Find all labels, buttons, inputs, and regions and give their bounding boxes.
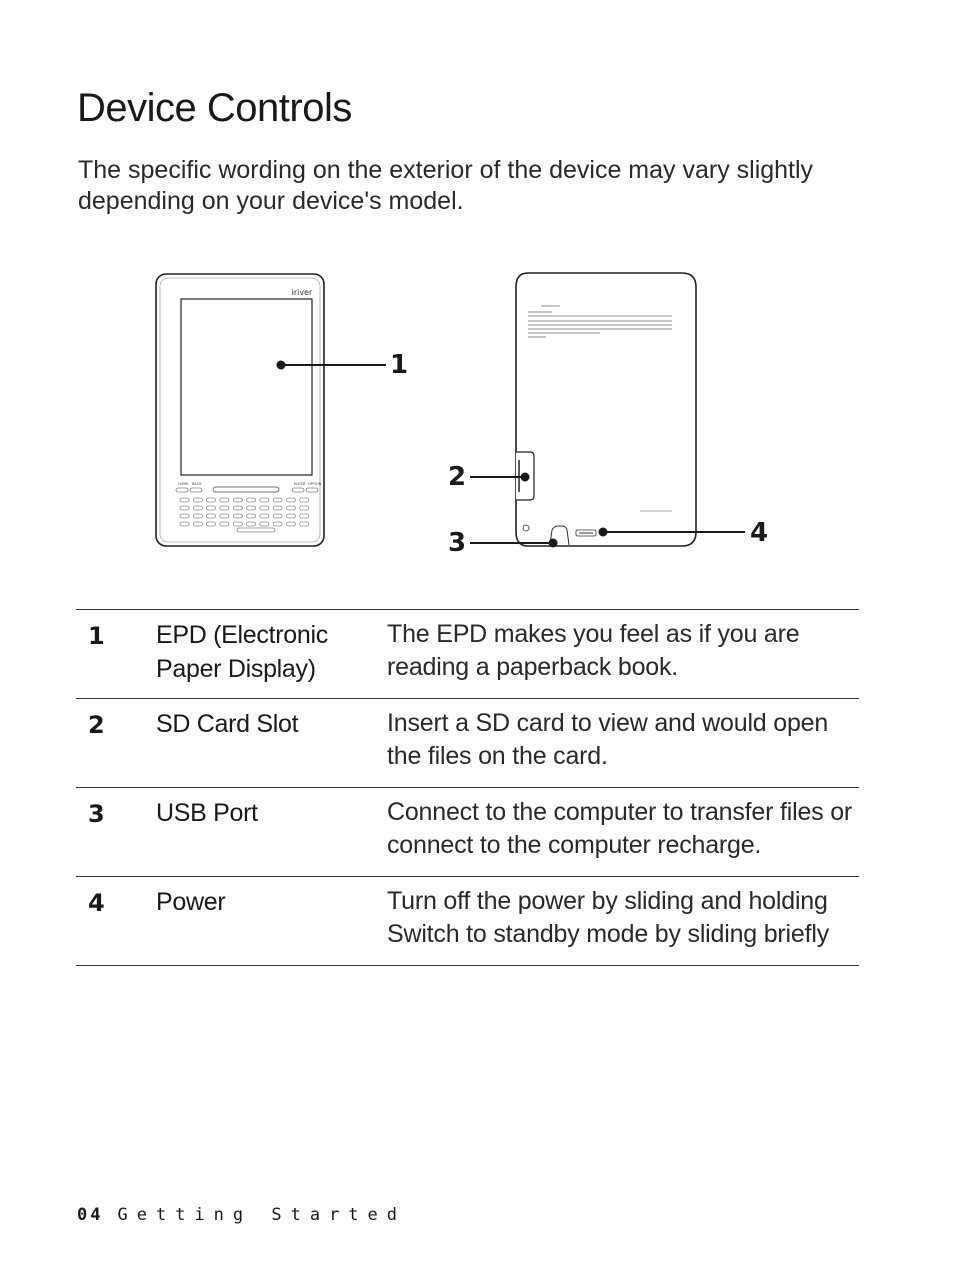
keyboard-key bbox=[299, 513, 309, 519]
section-name: Getting Started bbox=[117, 1205, 407, 1225]
control-description: Connect to the computer to transfer file… bbox=[387, 798, 853, 859]
keyboard-key bbox=[286, 505, 296, 511]
callout-2: 2 bbox=[448, 462, 466, 492]
space-key bbox=[236, 527, 276, 533]
keyboard-key bbox=[206, 497, 216, 503]
control-name: USB Port bbox=[156, 788, 387, 877]
device-diagram: iriver HOME BACK ENTER OPTION bbox=[155, 272, 768, 558]
control-description: Turn off the power by sliding and holdin… bbox=[387, 887, 830, 948]
device-illustration: iriver HOME BACK ENTER OPTION bbox=[0, 260, 954, 560]
keyboard-key bbox=[246, 513, 256, 519]
key-label-home: HOME bbox=[178, 482, 189, 486]
keyboard-key bbox=[259, 521, 270, 527]
keyboard-key bbox=[232, 505, 243, 511]
keyboard-key bbox=[193, 505, 203, 511]
keyboard-key bbox=[193, 513, 203, 519]
key-label-option: OPTION bbox=[308, 482, 322, 486]
keyboard-key bbox=[246, 521, 256, 527]
keyboard-key bbox=[179, 505, 190, 511]
usb-port bbox=[549, 525, 570, 546]
table-row: 4 Power Turn off the power by sliding an… bbox=[76, 876, 859, 966]
control-description: Insert a SD card to view and would open … bbox=[387, 709, 829, 770]
control-description: The EPD makes you feel as if you are rea… bbox=[387, 620, 800, 681]
keyboard-key bbox=[246, 505, 256, 511]
keyboard-key bbox=[299, 497, 309, 503]
page-number: 04 bbox=[77, 1205, 104, 1225]
strap-hole bbox=[522, 524, 530, 532]
control-name-line: Paper Display) bbox=[156, 655, 316, 683]
power-switch bbox=[575, 529, 597, 537]
keyboard-key bbox=[286, 513, 296, 519]
keyboard-key bbox=[219, 497, 230, 503]
keyboard-key bbox=[299, 521, 309, 527]
intro-paragraph: The specific wording on the exterior of … bbox=[78, 156, 814, 215]
keyboard-key bbox=[206, 505, 216, 511]
table-row: 1 EPD (Electronic Paper Display) The EPD… bbox=[76, 609, 859, 699]
regulatory-label bbox=[528, 305, 672, 338]
keyboard-key bbox=[206, 513, 216, 519]
keyboard-key bbox=[219, 521, 230, 527]
keyboard-key bbox=[206, 521, 216, 527]
device-front: iriver HOME BACK ENTER OPTION bbox=[155, 273, 325, 547]
keyboard-key bbox=[286, 521, 296, 527]
keyboard-key bbox=[272, 505, 283, 511]
brand-logo: iriver bbox=[292, 288, 313, 297]
control-name: Power bbox=[156, 877, 387, 966]
control-number: 4 bbox=[88, 889, 105, 917]
keyboard-key bbox=[272, 497, 283, 503]
control-number: 1 bbox=[88, 622, 105, 650]
callout-3: 3 bbox=[448, 528, 466, 558]
table-row: 3 USB Port Connect to the computer to tr… bbox=[76, 787, 859, 877]
table-row: 2 SD Card Slot Insert a SD card to view … bbox=[76, 698, 859, 788]
keyboard-key bbox=[286, 497, 296, 503]
keyboard-key bbox=[179, 521, 190, 527]
keyboard-key bbox=[219, 513, 230, 519]
controls-table: 1 EPD (Electronic Paper Display) The EPD… bbox=[76, 609, 859, 966]
control-name: SD Card Slot bbox=[156, 699, 387, 788]
keyboard-key bbox=[179, 513, 190, 519]
keyboard-key bbox=[232, 497, 243, 503]
keyboard-key bbox=[259, 513, 270, 519]
control-name: EPD (Electronic Paper Display) bbox=[156, 610, 387, 699]
keyboard-key bbox=[259, 497, 270, 503]
callout-4: 4 bbox=[750, 518, 768, 548]
page-title: Device Controls bbox=[77, 86, 352, 130]
keyboard-key bbox=[259, 505, 270, 511]
keyboard-key bbox=[272, 521, 283, 527]
keyboard-key bbox=[299, 505, 309, 511]
keyboard bbox=[179, 497, 309, 527]
keyboard-key bbox=[193, 521, 203, 527]
keyboard-key bbox=[219, 505, 230, 511]
control-name-line: SD Card Slot bbox=[156, 710, 299, 738]
keyboard-key bbox=[232, 513, 243, 519]
device-back bbox=[515, 272, 697, 547]
key-label-enter: ENTER bbox=[294, 482, 306, 486]
epd-screen bbox=[180, 298, 313, 476]
callout-lines bbox=[276, 360, 745, 548]
control-name-line: Power bbox=[156, 888, 226, 916]
keyboard-key bbox=[179, 497, 190, 503]
callout-1: 1 bbox=[390, 350, 408, 380]
control-number: 2 bbox=[88, 711, 105, 739]
keyboard-key bbox=[272, 513, 283, 519]
keyboard-key bbox=[232, 521, 243, 527]
page-footer: 04 Getting Started bbox=[77, 1205, 406, 1225]
keyboard-key bbox=[246, 497, 256, 503]
key-label-back: BACK bbox=[192, 482, 202, 486]
control-name-line: EPD (Electronic bbox=[156, 621, 328, 649]
keyboard-key bbox=[193, 497, 203, 503]
control-name-line: USB Port bbox=[156, 799, 258, 827]
control-number: 3 bbox=[88, 800, 105, 828]
